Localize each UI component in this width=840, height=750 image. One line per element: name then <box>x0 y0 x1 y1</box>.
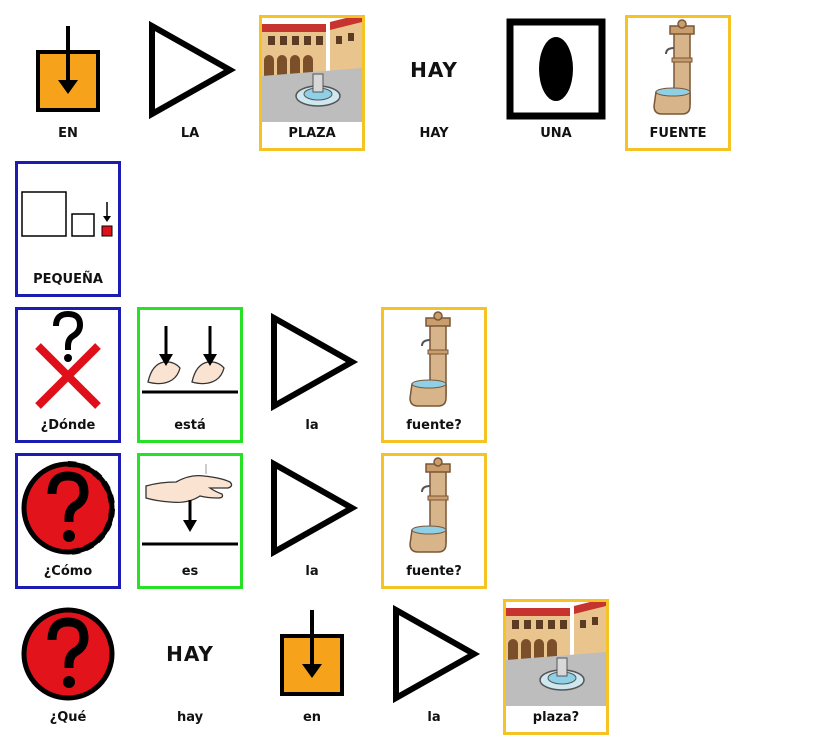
card-plaza[interactable]: PLAZA <box>259 15 365 151</box>
card-label: está <box>174 418 206 433</box>
card-plaza-2[interactable]: plaza? <box>503 599 609 735</box>
card-label: HAY <box>419 126 449 141</box>
card-fuente[interactable]: FUENTE <box>625 15 731 151</box>
card-como[interactable]: ¿Cómo <box>15 453 121 589</box>
hand-down-icon <box>140 456 240 560</box>
card-label: ¿Cómo <box>43 564 93 579</box>
card-label: UNA <box>540 126 572 141</box>
card-es[interactable]: es <box>137 453 243 589</box>
card-label: PLAZA <box>288 126 336 141</box>
card-fuente-3[interactable]: fuente? <box>381 453 487 589</box>
card-label: LA <box>180 126 200 141</box>
arrow-into-box-icon <box>18 18 118 122</box>
card-label: FUENTE <box>649 126 707 141</box>
card-label: es <box>181 564 199 579</box>
card-la-3[interactable]: la <box>259 453 365 589</box>
fountain-icon <box>384 456 484 560</box>
card-label: hay <box>176 710 204 725</box>
triangle-icon <box>262 456 362 560</box>
word-picture: HAY <box>410 58 458 82</box>
card-una[interactable]: UNA <box>503 15 609 151</box>
card-la-4[interactable]: la <box>381 599 487 735</box>
town-square-icon <box>262 18 362 122</box>
question-cross-icon <box>18 310 118 414</box>
card-label: fuente? <box>406 418 462 433</box>
card-label: la <box>427 710 441 725</box>
word-picture: HAY <box>166 642 214 666</box>
size-decreasing-squares-icon <box>18 164 118 268</box>
card-hay-2[interactable]: HAY hay <box>137 599 243 735</box>
card-label: PEQUEÑA <box>33 272 103 287</box>
fountain-icon <box>384 310 484 414</box>
card-en-2[interactable]: en <box>259 599 365 735</box>
triangle-icon <box>384 602 484 706</box>
card-pequena[interactable]: PEQUEÑA <box>15 161 121 297</box>
question-circle-dashed-icon <box>18 456 118 560</box>
question-circle-icon <box>18 602 118 706</box>
triangle-icon <box>262 310 362 414</box>
hands-down-icon <box>140 310 240 414</box>
card-hay[interactable]: HAY HAY <box>381 15 487 151</box>
card-esta[interactable]: está <box>137 307 243 443</box>
card-la-2[interactable]: la <box>259 307 365 443</box>
town-square-icon <box>506 602 606 706</box>
card-fuente-2[interactable]: fuente? <box>381 307 487 443</box>
card-label: plaza? <box>532 710 580 725</box>
card-label: la <box>305 418 319 433</box>
card-donde[interactable]: ¿Dónde <box>15 307 121 443</box>
card-label: fuente? <box>406 564 462 579</box>
card-que[interactable]: ¿Qué <box>15 599 121 735</box>
card-label: la <box>305 564 319 579</box>
card-en[interactable]: EN <box>15 15 121 151</box>
ellipse-in-square-icon <box>506 18 606 122</box>
card-la[interactable]: LA <box>137 15 243 151</box>
fountain-icon <box>628 18 728 122</box>
arrow-into-box-icon <box>262 602 362 706</box>
card-label: en <box>302 710 322 725</box>
card-label: ¿Dónde <box>40 418 96 433</box>
card-label: ¿Qué <box>49 710 87 725</box>
card-label: EN <box>58 126 78 141</box>
triangle-icon <box>140 18 240 122</box>
